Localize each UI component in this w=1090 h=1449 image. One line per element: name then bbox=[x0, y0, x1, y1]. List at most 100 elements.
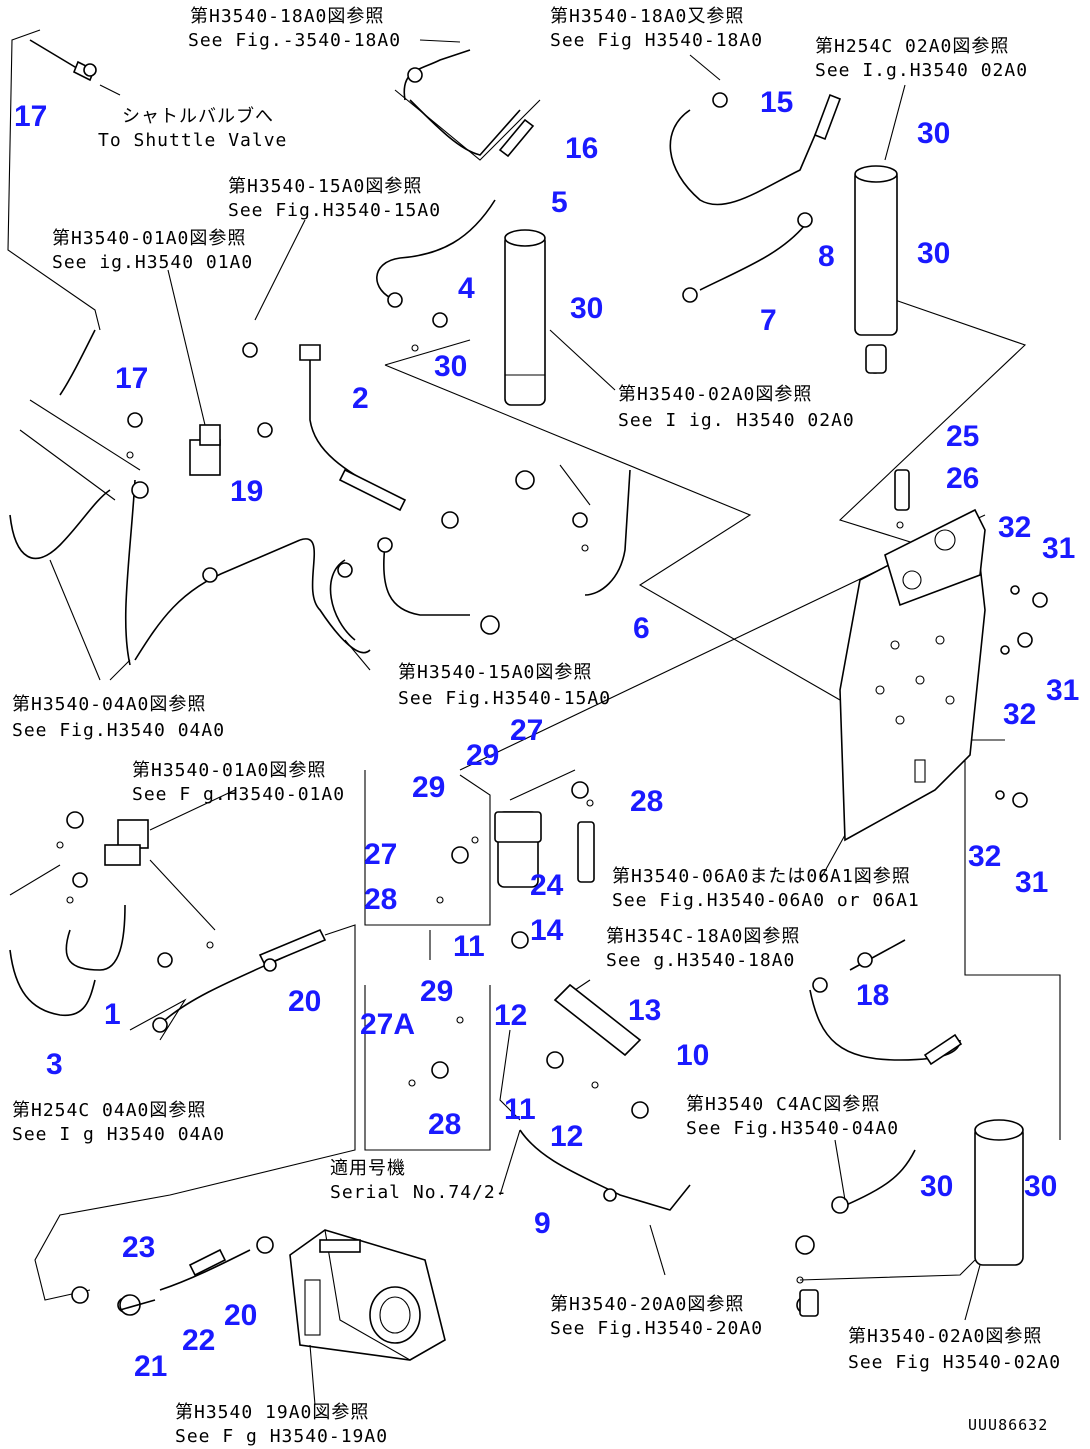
callout-1: 1 bbox=[104, 998, 121, 1031]
ref-8-jp: 第H3540-15A0図参照 bbox=[398, 662, 592, 683]
ref-6-en: See ig.H3540 01A0 bbox=[52, 252, 253, 273]
ref-5-jp: 第H3540-15A0図参照 bbox=[228, 176, 422, 197]
accumulator-right bbox=[854, 165, 898, 374]
ref-1-jp: 第H3540-18A0図参照 bbox=[190, 6, 384, 27]
callout-30-c: 30 bbox=[570, 292, 603, 325]
ref-8-en: See Fig.H3540-15A0 bbox=[398, 688, 611, 709]
ref-18-jp: 第H3540 19A0図参照 bbox=[175, 1402, 369, 1423]
callout-10: 10 bbox=[676, 1039, 709, 1072]
callout-28-b: 28 bbox=[364, 883, 397, 916]
callout-19: 19 bbox=[230, 475, 263, 508]
ref-12-jp: 第H354C-18A0図参照 bbox=[606, 926, 800, 947]
callout-5: 5 bbox=[551, 186, 568, 219]
valve-block-left-top bbox=[189, 424, 221, 476]
callout-17-top: 17 bbox=[14, 100, 47, 133]
callout-22: 22 bbox=[182, 1324, 215, 1357]
callout-30-a: 30 bbox=[917, 117, 950, 150]
ref-13-jp: 第H254C 04A0図参照 bbox=[12, 1100, 206, 1121]
callout-25: 25 bbox=[946, 420, 979, 453]
callout-8: 8 bbox=[818, 240, 835, 273]
accumulator-center bbox=[504, 229, 546, 406]
junction-13 bbox=[553, 983, 642, 1057]
ref-13-en: See I g H3540 04A0 bbox=[12, 1124, 225, 1145]
callout-30-d: 30 bbox=[434, 350, 467, 383]
callout-28-a: 28 bbox=[630, 785, 663, 818]
ref-2-en: See Fig H3540-18A0 bbox=[550, 30, 763, 51]
accumulator-bottom-right bbox=[799, 1119, 1024, 1317]
ref-10-jp: 第H3540-01A0図参照 bbox=[132, 760, 326, 781]
callout-29-c: 29 bbox=[420, 975, 453, 1008]
ref-1-en: See Fig.-3540-18A0 bbox=[188, 30, 401, 51]
pump-block bbox=[289, 1229, 446, 1361]
ref-11-jp: 第H3540-06A0または06A1図参照 bbox=[612, 866, 911, 887]
callout-26: 26 bbox=[946, 462, 979, 495]
ref-18-en: See F g H3540-19A0 bbox=[175, 1426, 388, 1447]
guide-lines bbox=[7, 29, 1061, 1301]
callout-30-f: 30 bbox=[1024, 1170, 1057, 1203]
ref-6-jp: 第H3540-01A0図参照 bbox=[52, 228, 246, 249]
reference-texts: 第H3540-18A0図参照 See Fig.-3540-18A0 第H3540… bbox=[12, 6, 1061, 1447]
callout-32-a: 32 bbox=[998, 511, 1031, 544]
callout-32-c: 32 bbox=[968, 840, 1001, 873]
callout-7: 7 bbox=[760, 304, 777, 337]
ref-14-jp: 第H3540 C4AC図参照 bbox=[686, 1094, 880, 1115]
callout-31-b: 31 bbox=[1046, 674, 1079, 707]
callout-31-c: 31 bbox=[1015, 866, 1048, 899]
ref-17-jp: 第H3540-02A0図参照 bbox=[848, 1326, 1042, 1347]
callout-30-b: 30 bbox=[917, 237, 950, 270]
callout-3: 3 bbox=[46, 1048, 63, 1081]
callouts: 17 17 16 5 15 30 30 8 4 30 7 30 2 25 26 … bbox=[14, 86, 1079, 1383]
ref-9-jp: 第H3540-04A0図参照 bbox=[12, 694, 206, 715]
callout-14: 14 bbox=[530, 914, 564, 947]
callout-20-a: 20 bbox=[288, 985, 321, 1018]
ref-17-en: See Fig H3540-02A0 bbox=[848, 1352, 1061, 1373]
clamp bbox=[119, 1294, 156, 1316]
callout-21: 21 bbox=[134, 1350, 167, 1383]
callout-16: 16 bbox=[565, 132, 598, 165]
ref-5-en: See Fig.H3540-15A0 bbox=[228, 200, 441, 221]
ref-16-jp: 第H3540-20A0図参照 bbox=[550, 1294, 744, 1315]
callout-27A: 27A bbox=[360, 1008, 415, 1041]
callout-15: 15 bbox=[760, 86, 793, 119]
ref-15-en: Serial No.74/2- bbox=[330, 1182, 508, 1203]
callout-11-b: 11 bbox=[504, 1093, 536, 1126]
callout-28-c: 28 bbox=[428, 1108, 461, 1141]
callout-2: 2 bbox=[352, 382, 369, 415]
ref-4-jp: シャトルバルブへ bbox=[122, 105, 274, 127]
callout-12-b: 12 bbox=[550, 1120, 583, 1153]
ref-7-jp: 第H3540-02A0図参照 bbox=[618, 384, 812, 405]
ref-2-jp: 第H3540-18A0又参照 bbox=[550, 6, 744, 27]
callout-18: 18 bbox=[856, 979, 889, 1012]
callout-12-a: 12 bbox=[494, 999, 527, 1032]
callout-11-a: 11 bbox=[453, 930, 485, 963]
callout-20-b: 20 bbox=[224, 1299, 257, 1332]
callout-29-b: 29 bbox=[412, 771, 445, 804]
components bbox=[104, 165, 1024, 1361]
callout-23: 23 bbox=[122, 1231, 155, 1264]
ref-7-en: See I ig. H3540 02A0 bbox=[618, 410, 855, 431]
ref-9-en: See Fig.H3540 04A0 bbox=[12, 720, 225, 741]
ref-15-jp: 適用号機 bbox=[330, 1158, 406, 1179]
ref-3-en: See I.g.H3540 02A0 bbox=[815, 60, 1028, 81]
ref-4-en: To Shuttle Valve bbox=[98, 130, 287, 151]
callout-31-a: 31 bbox=[1042, 532, 1075, 565]
callout-24: 24 bbox=[530, 869, 564, 902]
ref-16-en: See Fig.H3540-20A0 bbox=[550, 1318, 763, 1339]
ref-11-en: See Fig.H3540-06A0 or 06A1 bbox=[612, 890, 920, 911]
ref-3-jp: 第H254C 02A0図参照 bbox=[815, 36, 1009, 57]
ref-arrows bbox=[49, 39, 981, 1406]
callout-32-b: 32 bbox=[1003, 698, 1036, 731]
callout-4: 4 bbox=[458, 272, 475, 305]
ref-14-en: See Fig.H3540-04A0 bbox=[686, 1118, 899, 1139]
ref-12-en: See g.H3540-18A0 bbox=[606, 950, 795, 971]
valve-plate bbox=[839, 469, 986, 842]
callout-27-b: 27 bbox=[364, 838, 397, 871]
callout-6: 6 bbox=[633, 612, 650, 645]
callout-30-e: 30 bbox=[920, 1170, 953, 1203]
ref-10-en: See F g.H3540-01A0 bbox=[132, 784, 345, 805]
callout-17-mid: 17 bbox=[115, 362, 148, 395]
callout-27-a: 27 bbox=[510, 714, 543, 747]
drawing-number: UUU86632 bbox=[968, 1416, 1048, 1434]
callout-29-a: 29 bbox=[466, 739, 499, 772]
